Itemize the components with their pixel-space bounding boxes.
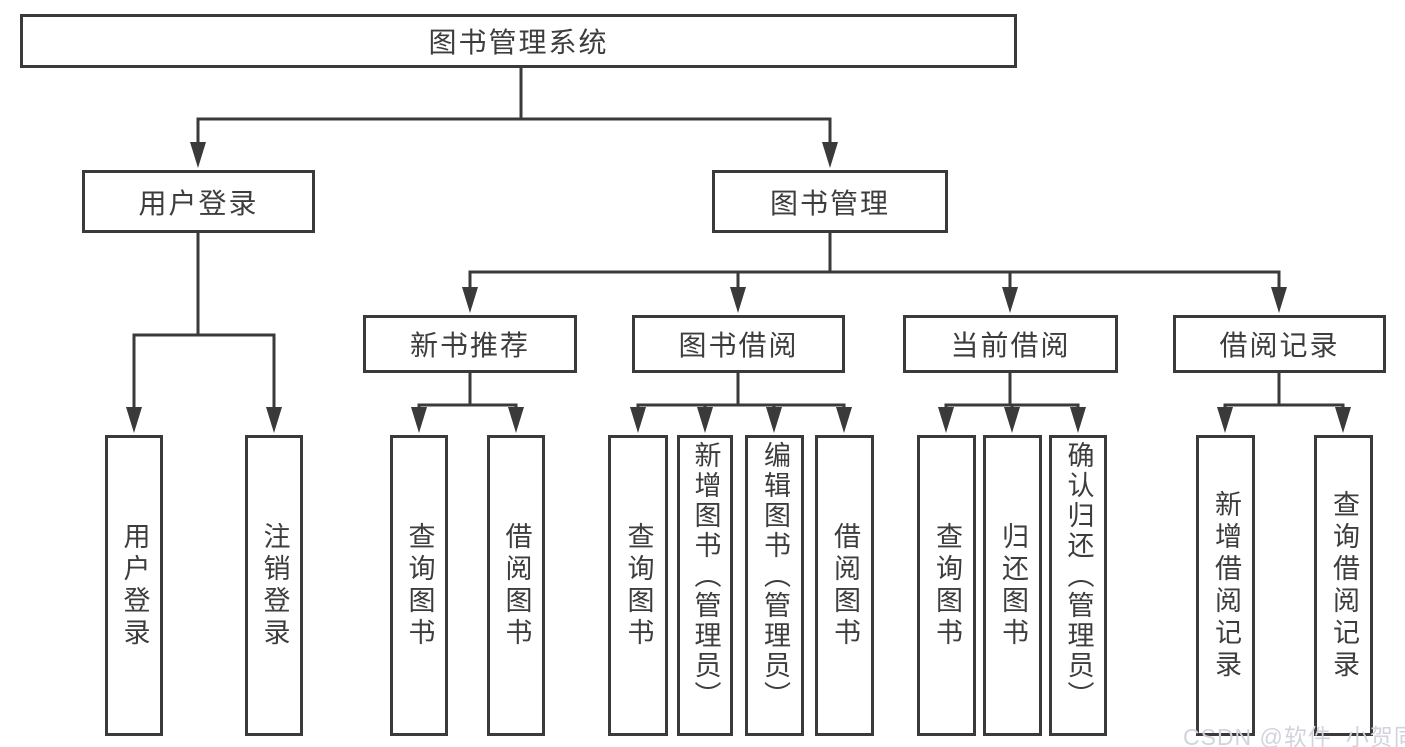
connector-newbookrec-to-leaves: [411, 373, 524, 433]
node-label: 查询图书: [404, 521, 435, 650]
leaf-edit-book-admin: 编辑图书（管理员）: [745, 435, 804, 736]
node-label: 借阅图书: [501, 521, 532, 650]
node-label: 图书管理: [769, 187, 890, 219]
node-book-management: 图书管理: [712, 170, 948, 233]
node-borrow-records: 借阅记录: [1173, 315, 1386, 373]
node-new-book-recommend: 新书推荐: [363, 315, 577, 373]
node-label: 用户登录: [119, 521, 150, 650]
leaf-query-borrow-record: 查询借阅记录: [1314, 435, 1373, 736]
leaf-query-book-2: 查询图书: [608, 435, 668, 736]
node-label: 注销登录: [259, 521, 290, 650]
connector-userlogin-to-leaves: [126, 233, 282, 433]
leaf-query-book-3: 查询图书: [917, 435, 976, 736]
connector-root-to-level2: [190, 67, 838, 168]
node-current-borrow: 当前借阅: [903, 315, 1118, 373]
leaf-user-login: 用户登录: [105, 435, 163, 736]
node-book-borrow: 图书借阅: [632, 315, 845, 373]
node-label: 借阅图书: [830, 521, 860, 650]
node-label: 查询图书: [932, 521, 962, 650]
node-label: 用户登录: [138, 187, 259, 219]
node-label: 新书推荐: [409, 330, 530, 361]
node-label: 图书管理系统: [428, 27, 609, 58]
node-label: 归还图书: [998, 521, 1028, 650]
node-label: 编辑图书（管理员）: [760, 441, 790, 711]
node-label: 新增借阅记录: [1211, 489, 1241, 682]
node-user-login: 用户登录: [82, 170, 315, 233]
leaf-return-book: 归还图书: [983, 435, 1042, 736]
node-label: 查询借阅记录: [1329, 489, 1359, 682]
node-root-system: 图书管理系统: [20, 14, 1017, 68]
node-label: 新增图书（管理员）: [690, 441, 721, 711]
node-label: 确认归还（管理员）: [1063, 441, 1094, 711]
connector-currentborrow-to-leaves: [938, 373, 1086, 433]
connector-borrowrecords-to-leaves: [1217, 373, 1351, 433]
leaf-borrow-book-1: 借阅图书: [487, 435, 545, 736]
leaf-logout: 注销登录: [245, 435, 303, 736]
csdn-watermark: CSDN @软件_小贺同学: [1183, 724, 1405, 747]
leaf-borrow-book-2: 借阅图书: [815, 435, 874, 736]
connector-bookmgmt-to-level3: [462, 233, 1287, 313]
node-label: 图书借阅: [678, 330, 799, 361]
node-label: 当前借阅: [950, 330, 1071, 361]
leaf-add-borrow-record: 新增借阅记录: [1196, 435, 1255, 736]
leaf-confirm-return-admin: 确认归还（管理员）: [1049, 435, 1107, 736]
leaf-query-book-1: 查询图书: [390, 435, 448, 736]
leaf-add-book-admin: 新增图书（管理员）: [677, 435, 733, 736]
node-label: 借阅记录: [1219, 330, 1340, 361]
connector-bookborrow-to-leaves: [630, 373, 852, 433]
node-label: 查询图书: [623, 521, 654, 650]
